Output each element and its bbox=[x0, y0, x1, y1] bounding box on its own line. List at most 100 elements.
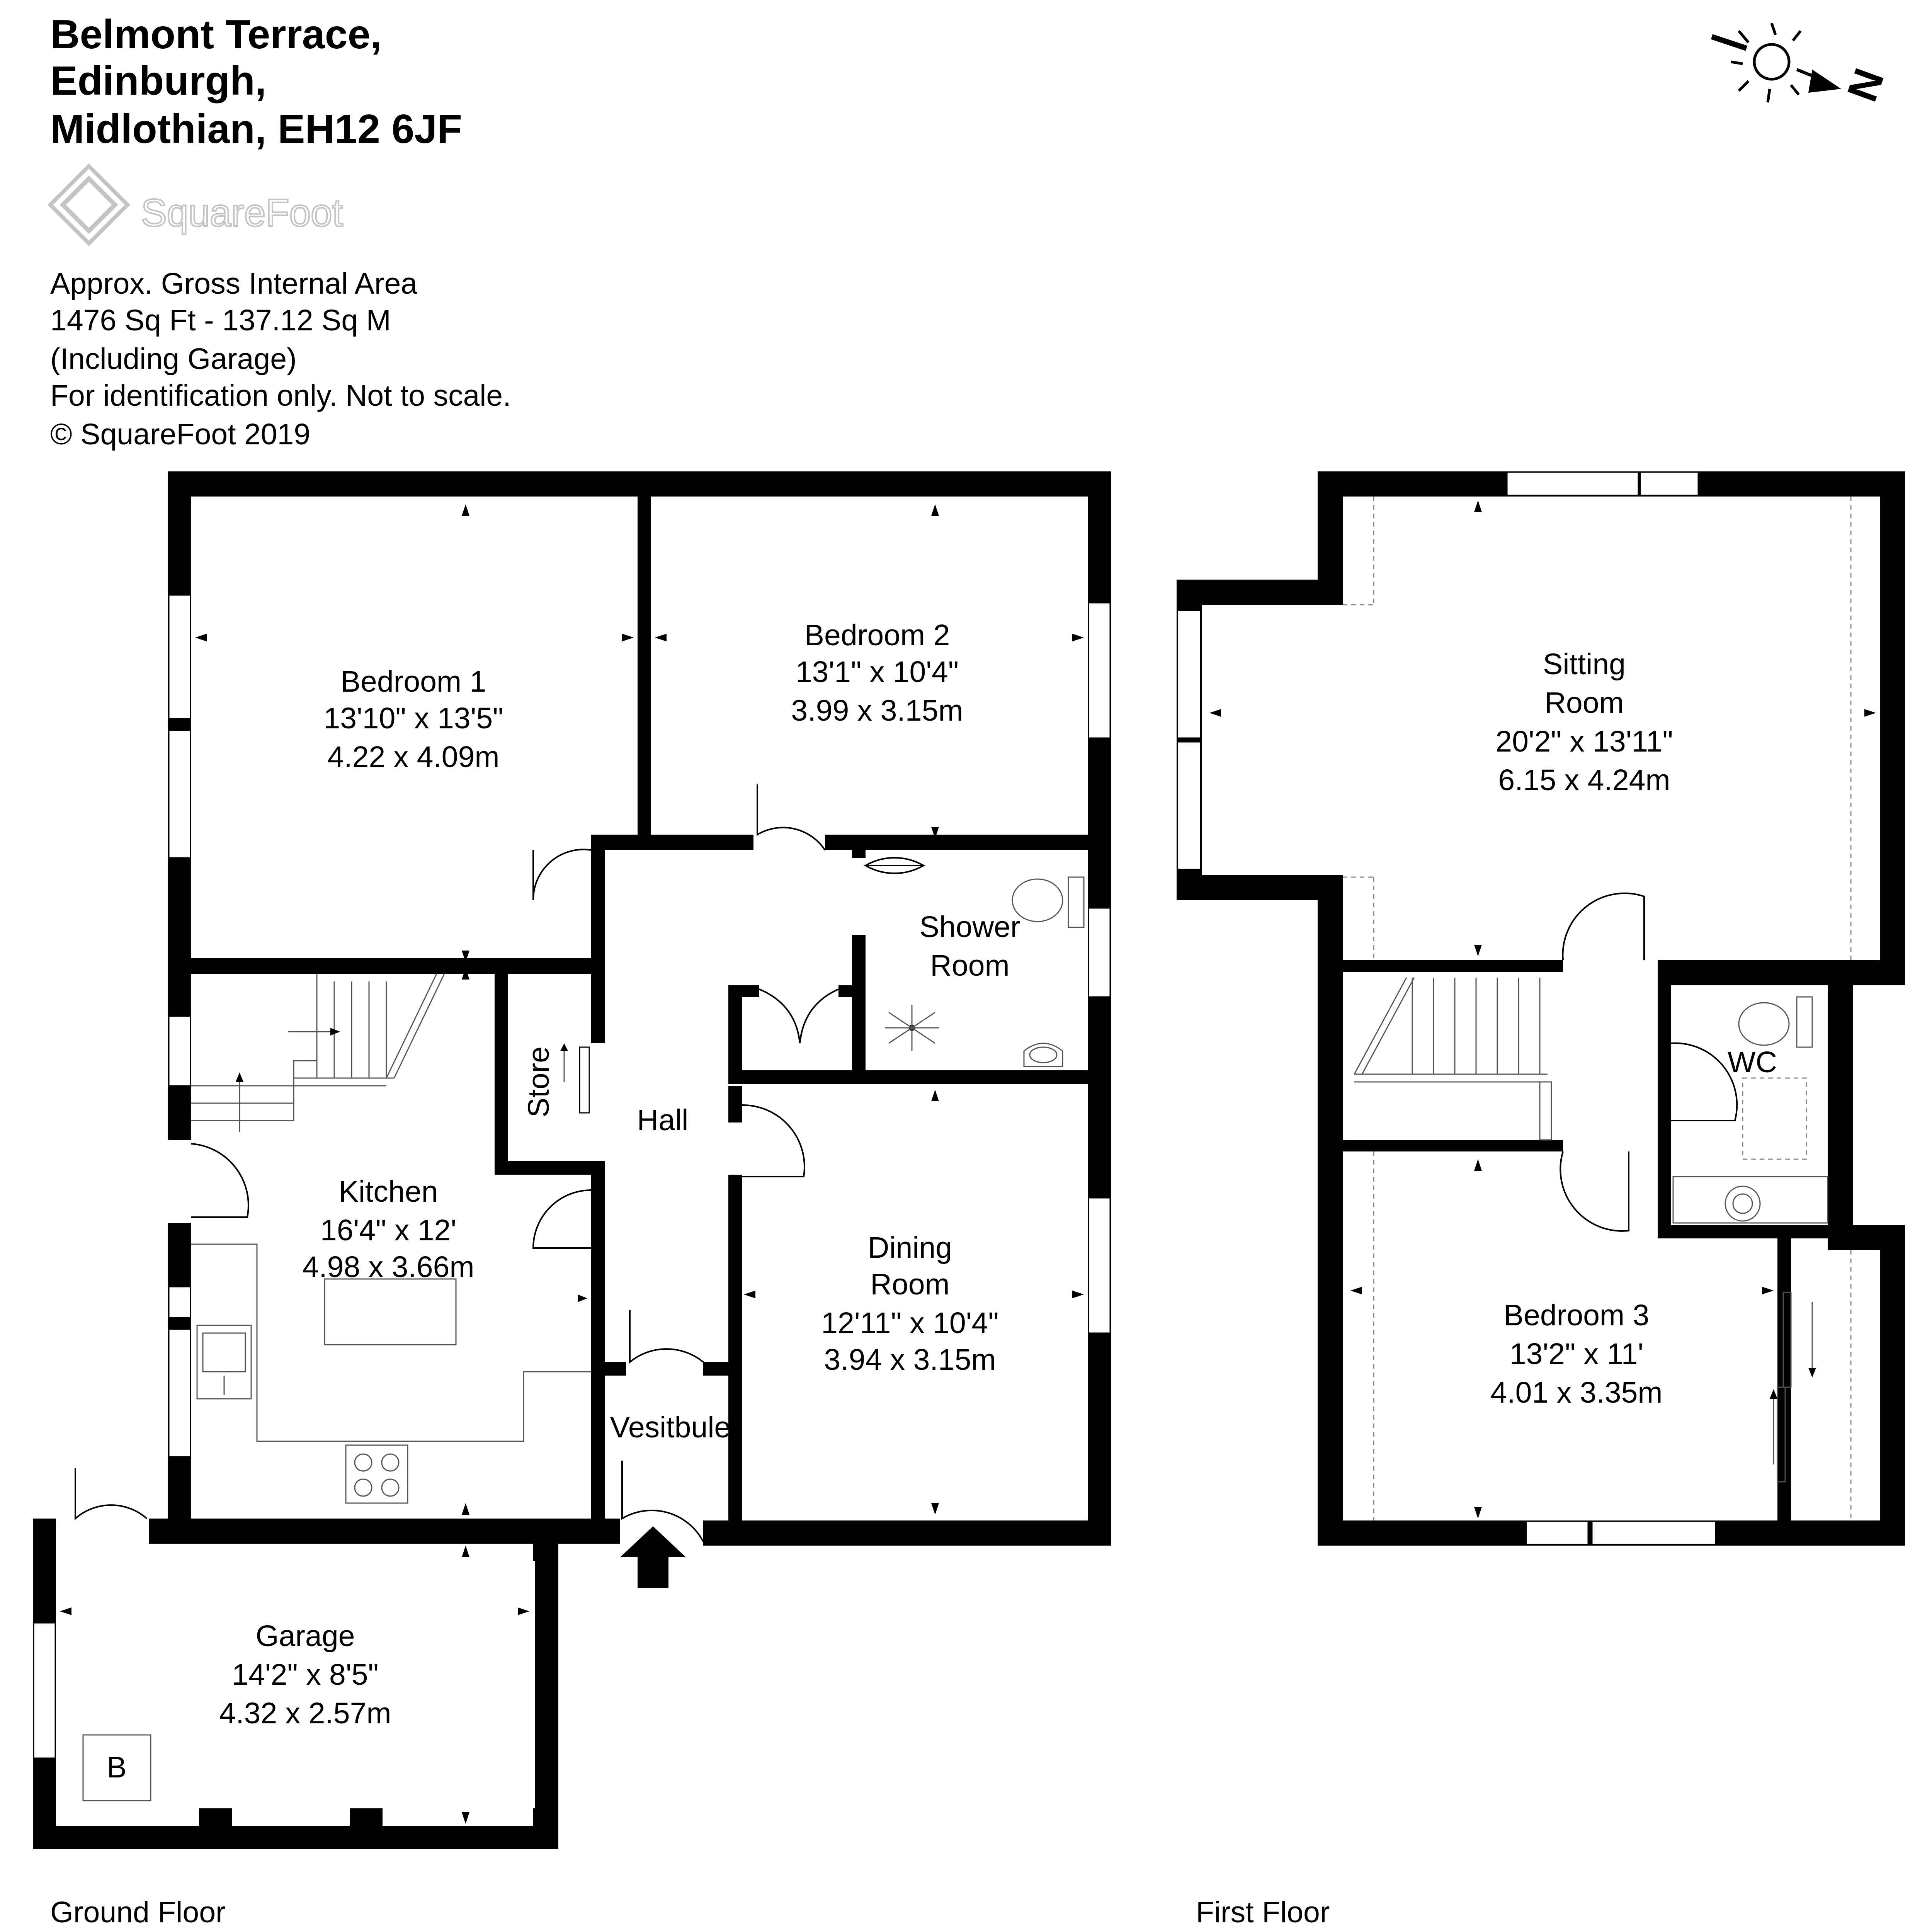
wall-cupboard-top-right bbox=[838, 985, 866, 997]
boiler-label: B bbox=[107, 1751, 126, 1784]
wall-store-bottom bbox=[495, 1161, 605, 1175]
wall-bed1-bottom bbox=[191, 958, 591, 974]
wall-bed1-bed2 bbox=[638, 495, 651, 835]
address-line-3: Midlothian, EH12 6JF bbox=[50, 106, 462, 152]
door-shower bbox=[862, 857, 927, 866]
wall-wc-left-lower bbox=[1658, 1144, 1671, 1236]
squarefoot-logo-icon bbox=[47, 163, 131, 247]
dimension-markers bbox=[60, 504, 1084, 1824]
store-vent bbox=[579, 1046, 590, 1114]
shower-tray bbox=[1742, 1077, 1807, 1160]
wall-bottom-right bbox=[703, 1520, 1111, 1546]
room-size-imperial: 14'2" x 8'5" bbox=[232, 1658, 378, 1691]
garage: B bbox=[33, 1519, 558, 1849]
door-dining bbox=[742, 1104, 805, 1177]
sun-north-compass-icon bbox=[1711, 22, 1841, 103]
wall-right-top bbox=[1880, 471, 1905, 985]
wall-cupboard-left bbox=[728, 985, 742, 1070]
wall-dining-left bbox=[728, 1175, 742, 1522]
compass-north-label: N bbox=[1838, 62, 1893, 107]
room-size-metric: 6.15 x 4.24m bbox=[1498, 764, 1670, 797]
floor-label-first: First Floor bbox=[1196, 1896, 1330, 1929]
window bbox=[33, 1622, 56, 1759]
address-block: Belmont Terrace, Edinburgh, Midlothian, … bbox=[50, 12, 462, 152]
dimension-markers bbox=[1209, 500, 1876, 1519]
wall-vestibule-left bbox=[591, 1362, 626, 1376]
staircase bbox=[1354, 977, 1552, 1141]
sink-icon bbox=[196, 1325, 252, 1400]
door-kitchen-side bbox=[191, 1143, 249, 1218]
room-name-line-1: Sitting bbox=[1543, 648, 1626, 681]
door-garage bbox=[75, 1468, 148, 1520]
address-line-1: Belmont Terrace, bbox=[50, 12, 382, 57]
area-info-line-3: (Including Garage) bbox=[50, 342, 297, 376]
basin-icon bbox=[1023, 1043, 1063, 1067]
room-size-metric: 3.99 x 3.15m bbox=[791, 694, 963, 727]
area-info-line-4: For identification only. Not to scale. bbox=[50, 379, 511, 412]
room-name: Bedroom 1 bbox=[341, 665, 486, 698]
window bbox=[168, 1015, 191, 1087]
window bbox=[1088, 1197, 1111, 1334]
wall-wardrobe bbox=[1777, 1238, 1791, 1520]
room-name: Vesitbule bbox=[610, 1411, 731, 1444]
wall-right-bottom bbox=[1880, 1225, 1905, 1546]
room-name-line-2: Room bbox=[930, 949, 1009, 982]
door-sitting bbox=[1562, 892, 1645, 961]
hob-icon bbox=[345, 1444, 408, 1504]
window bbox=[1506, 471, 1639, 496]
wall-wc-bottom bbox=[1658, 1225, 1853, 1238]
door-wc bbox=[1671, 1042, 1738, 1121]
room-name: Bedroom 2 bbox=[804, 619, 950, 652]
wall-step-bottom bbox=[1177, 875, 1343, 900]
window bbox=[1088, 602, 1111, 739]
window bbox=[1526, 1520, 1589, 1545]
room-name-line-1: Shower bbox=[919, 910, 1020, 944]
area-info-line-5: © SquareFoot 2019 bbox=[50, 418, 310, 451]
room-name-line-2: Room bbox=[1544, 686, 1624, 719]
room-size-metric: 3.94 x 3.15m bbox=[824, 1343, 996, 1376]
room-size-imperial: 20'2" x 13'11" bbox=[1495, 725, 1673, 758]
room-name: Hall bbox=[637, 1104, 689, 1137]
wall-hall-left-lower bbox=[591, 1175, 605, 1522]
wall-cupboard-top-left bbox=[728, 985, 759, 997]
room-name: Store bbox=[522, 1046, 555, 1117]
door-bedroom1 bbox=[532, 849, 592, 901]
wall-bottom-left bbox=[149, 1519, 620, 1544]
brand-name: SquareFoot bbox=[141, 191, 343, 235]
ground-floor-plan: B Bedroom 1 13'10" x 13'5" 4 bbox=[33, 471, 1111, 1849]
room-size-imperial: 13'1" x 10'4" bbox=[796, 655, 959, 689]
window bbox=[1639, 471, 1699, 496]
room-size-metric: 4.22 x 4.09m bbox=[327, 740, 499, 774]
staircase bbox=[191, 973, 445, 1132]
window bbox=[168, 594, 191, 719]
area-info-line-1: Approx. Gross Internal Area bbox=[50, 267, 417, 300]
address-line-2: Edinburgh, bbox=[50, 58, 266, 104]
front-door bbox=[621, 1461, 704, 1542]
room-name: WC bbox=[1728, 1046, 1777, 1079]
boiler-icon bbox=[82, 1734, 151, 1801]
window bbox=[168, 1328, 191, 1458]
room-name-line-1: Dining bbox=[868, 1231, 952, 1264]
room-size-metric: 4.01 x 3.35m bbox=[1490, 1376, 1662, 1409]
room-name-line-2: Room bbox=[870, 1268, 949, 1301]
window bbox=[1177, 741, 1201, 870]
wall-left-lower bbox=[1318, 875, 1343, 1546]
wall-wc-right bbox=[1828, 960, 1853, 1248]
room-name: Kitchen bbox=[339, 1175, 438, 1208]
wall-cupboard-right bbox=[852, 935, 866, 1074]
wall-sitting-bottom bbox=[1658, 960, 1905, 985]
wardrobe-doors bbox=[1770, 1292, 1816, 1483]
window bbox=[1088, 907, 1111, 998]
toilet-icon bbox=[1738, 996, 1813, 1048]
room-size-imperial: 16'4" x 12' bbox=[320, 1214, 456, 1247]
window bbox=[168, 1286, 191, 1318]
area-info-line-2: 1476 Sq Ft - 137.12 Sq M bbox=[50, 304, 391, 337]
kitchen-island bbox=[324, 1278, 457, 1345]
room-size-metric: 4.98 x 3.66m bbox=[302, 1250, 474, 1284]
wall-shower-top bbox=[825, 835, 1088, 850]
wall-top bbox=[168, 471, 1111, 497]
kitchen-worktop bbox=[191, 1243, 591, 1442]
entrance-arrow-icon bbox=[620, 1526, 686, 1588]
wall-store-left bbox=[495, 974, 508, 1175]
